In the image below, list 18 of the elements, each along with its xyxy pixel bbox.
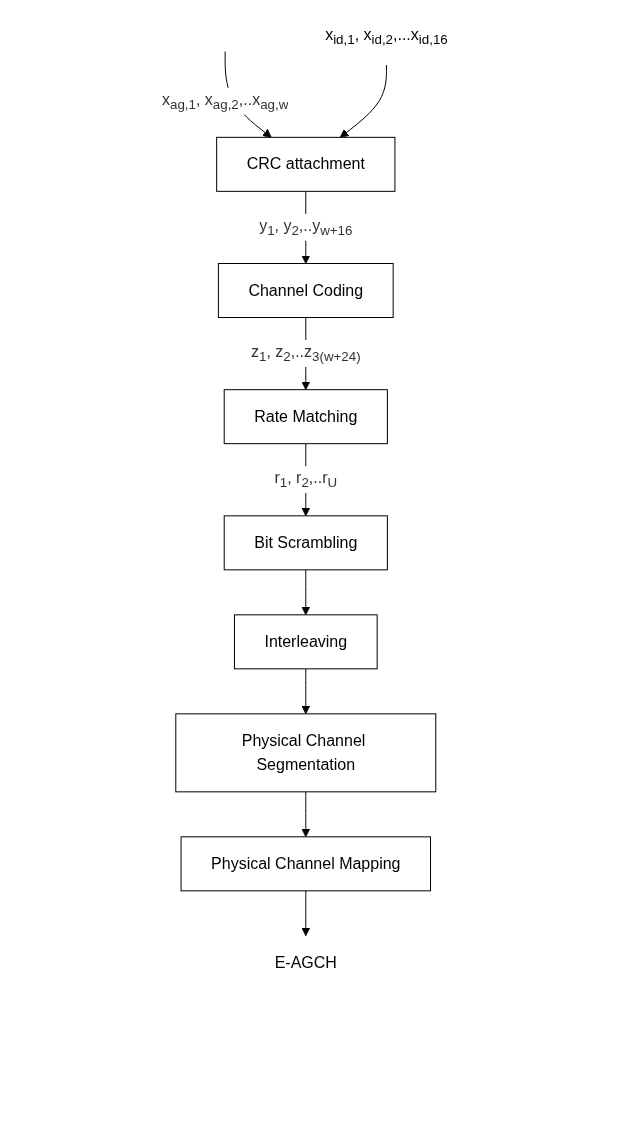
node-text: E-AGCH (274, 953, 338, 971)
arrow (301, 890, 311, 937)
node-box: Physical Channel Mapping (180, 836, 432, 892)
edge-label: y$_{1}$, y$_{2}$,..y$_{w+16}$ (259, 216, 353, 239)
node-box: Interleaving (234, 614, 378, 670)
edge-label: r$_{1}$, r$_{2}$,..r$_{U}$ (274, 469, 338, 491)
node-text: x$_{id,1}$, x$_{id,2}$,...x$_{id,16}$ (325, 26, 448, 48)
arrow (301, 668, 311, 715)
node-box: Channel Coding (218, 263, 394, 318)
node-box: Rate Matching (223, 389, 388, 445)
edge-label: x$_{ag,1}$, x$_{ag,2}$,..x$_{ag,w}$ (162, 90, 289, 112)
node-box: Physical Channel Segmentation (175, 713, 437, 793)
node-box: CRC attachment (216, 136, 396, 192)
arrow (301, 791, 311, 838)
arrow (340, 64, 388, 138)
arrow (301, 569, 311, 616)
node-box: Bit Scrambling (223, 515, 388, 571)
edge-label: z$_{1}$, z$_{2}$,..z$_{3(w+24)}$ (251, 343, 361, 365)
